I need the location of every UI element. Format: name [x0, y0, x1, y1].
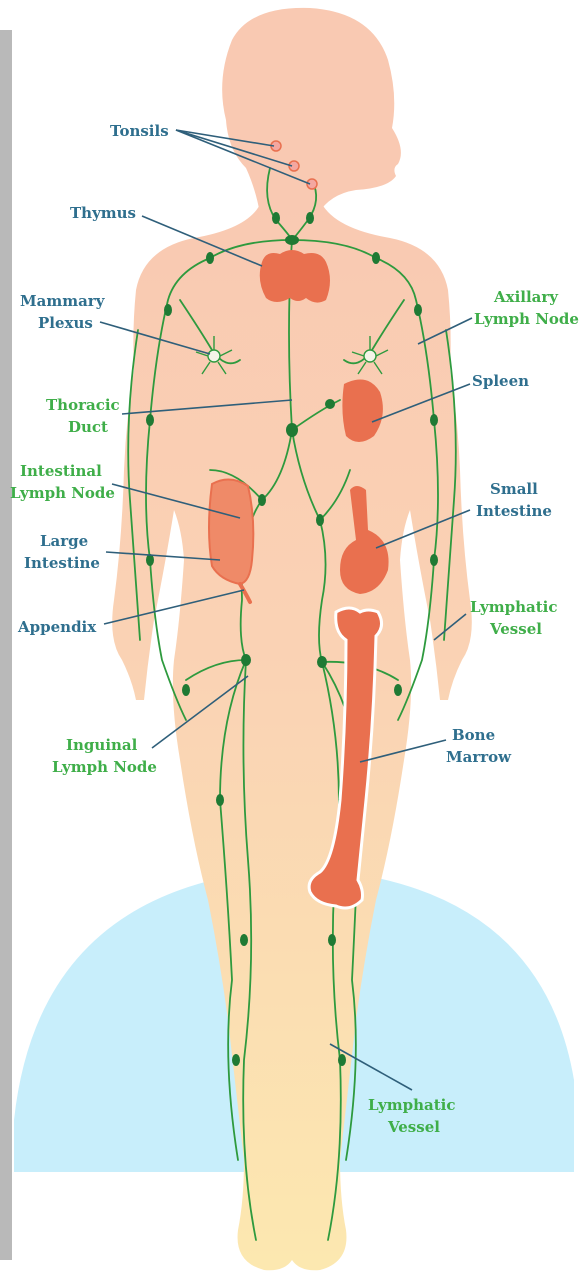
label-small-intestine-line2: Intestine — [476, 502, 552, 520]
label-mammary-plexus-line2: Plexus — [38, 314, 93, 332]
label-small-intestine-line1: Small — [490, 480, 538, 498]
label-bone-marrow-line1: Bone — [452, 726, 495, 744]
label-lymphatic-vessel-arm-line1: Lymphatic — [470, 598, 557, 616]
label-lymphatic-vessel-arm-line2: Vessel — [489, 620, 542, 638]
label-mammary-plexus-line1: Mammary — [20, 292, 106, 310]
label-large-intestine-line1: Large — [40, 532, 88, 550]
label-thoracic-line2: Duct — [68, 418, 108, 436]
label-axillary-line1: Axillary — [493, 288, 559, 306]
label-intestinal-line2: Lymph Node — [10, 484, 115, 502]
label-tonsils: Tonsils — [110, 122, 169, 140]
label-appendix: Appendix — [17, 618, 97, 636]
label-inguinal-line2: Lymph Node — [52, 758, 157, 776]
label-large-intestine-line2: Intestine — [24, 554, 100, 572]
label-inguinal-line1: Inguinal — [66, 736, 138, 754]
label-intestinal-line1: Intestinal — [20, 462, 102, 480]
label-spleen: Spleen — [472, 372, 529, 390]
label-bone-marrow-line2: Marrow — [446, 748, 512, 766]
thymus-organ — [260, 250, 330, 303]
label-thoracic-line1: Thoracic — [46, 396, 120, 414]
label-axillary-line2: Lymph Node — [474, 310, 579, 328]
label-thymus: Thymus — [70, 204, 136, 222]
label-lymphatic-vessel-leg-line1: Lymphatic — [368, 1096, 455, 1114]
label-lymphatic-vessel-leg-line2: Vessel — [387, 1118, 440, 1136]
left-edge-bar — [0, 30, 12, 1260]
large-intestine-organ — [209, 479, 253, 584]
